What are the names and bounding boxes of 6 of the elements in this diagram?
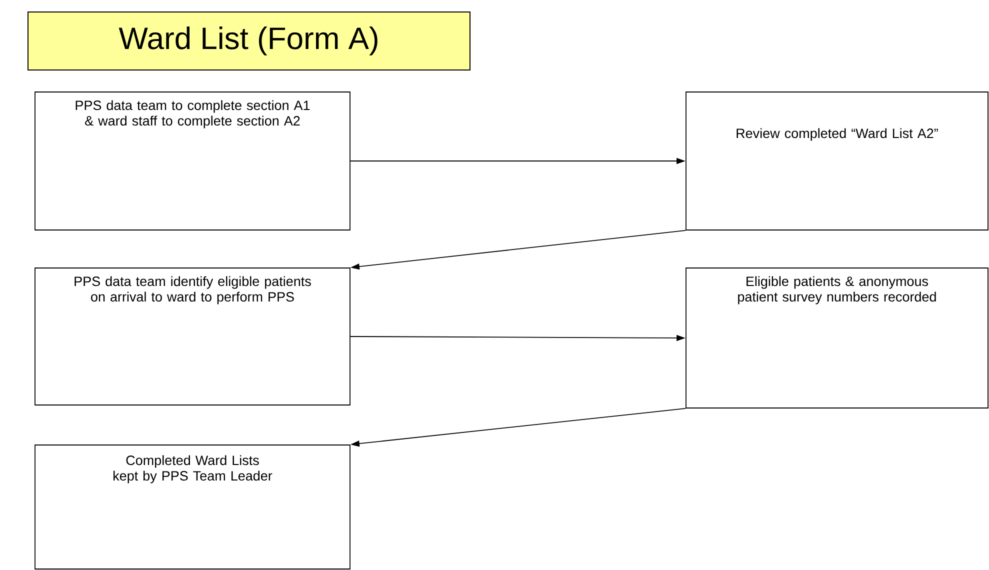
process-box: Review completed “Ward List A2” [686, 92, 988, 230]
process-box: PPS data team identify eligible patients on arrival to ward to perform PPS [34, 268, 350, 406]
process-box: Eligible patients & anonymous patient survey numbers recorded [686, 268, 988, 408]
title-box: Ward List (Form A) [28, 12, 470, 70]
process-box: PPS data team to complete section A1 & ward staff to complete section A2 [34, 92, 350, 230]
process-box: Completed Ward Lists kept by PPS Team Leader [34, 444, 350, 570]
